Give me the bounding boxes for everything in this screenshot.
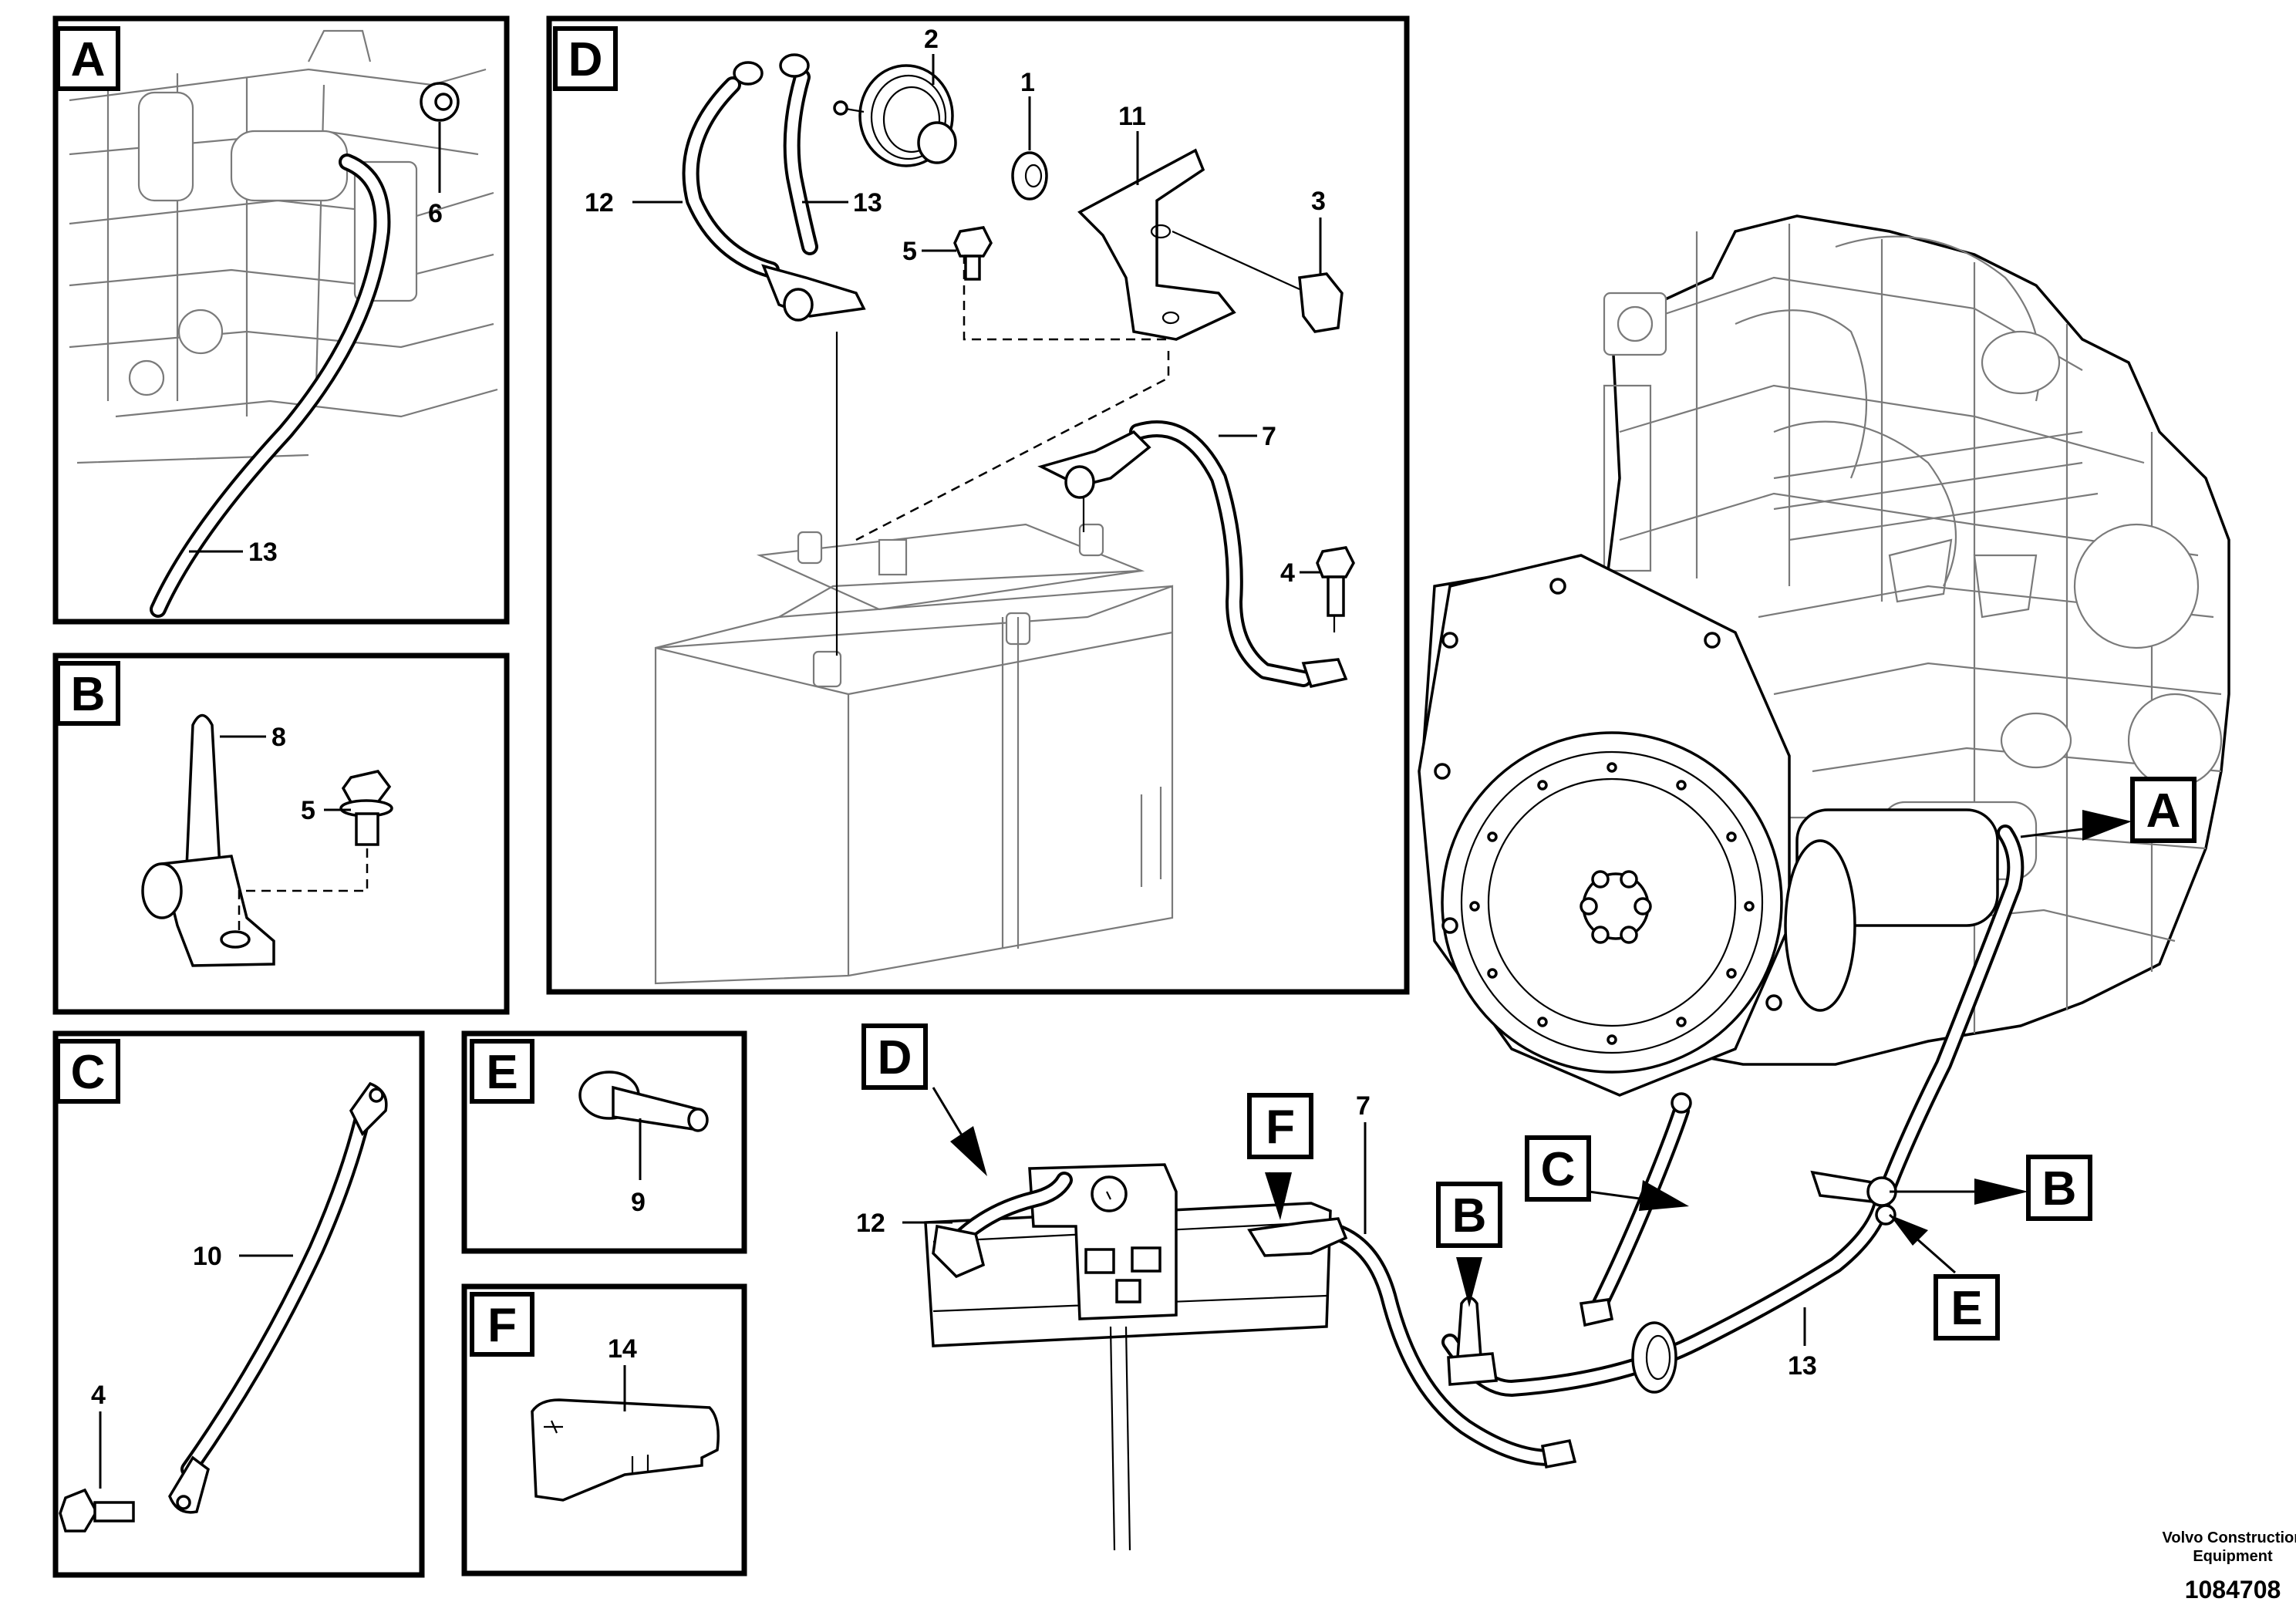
overview-label-a: A [2146, 784, 2181, 838]
terminal-cover-14 [531, 1398, 720, 1502]
bolt-5-d [953, 226, 993, 258]
panel-d: 2 1 11 12 13 5 3 7 4 D [546, 15, 1410, 995]
bracket-11 [1077, 148, 1236, 341]
overview-label-b2: B [1452, 1189, 1487, 1243]
overview-label-e: E [1950, 1282, 1982, 1335]
battery-switch-2 [833, 64, 957, 167]
panel-d-callout-5: 5 [902, 237, 917, 266]
footer: Volvo Construction Equipment 1084708 [2163, 1529, 2296, 1603]
panel-e-label-box [470, 1039, 534, 1104]
overview-label-d-box [861, 1023, 928, 1090]
panel-b-callout-8: 8 [271, 723, 286, 752]
panel-d-label-box [553, 26, 618, 91]
overview-label-b2-box [1436, 1182, 1502, 1248]
panel-f-label-box [470, 1292, 534, 1357]
panel-b-frame [52, 653, 510, 1015]
panel-f: 14 F [461, 1283, 747, 1576]
bolt-4 [59, 1488, 99, 1533]
panel-d-callout-2: 2 [924, 25, 939, 54]
overview-label-d: D [878, 1031, 912, 1084]
overview-label-c: C [1541, 1143, 1576, 1196]
overview-label-e-box [1934, 1274, 2000, 1340]
overview-label-b1: B [2042, 1162, 2077, 1216]
bolt-4-d [1316, 546, 1355, 578]
panel-e: 9 E [461, 1030, 747, 1254]
panel-e-callout-9: 9 [631, 1188, 646, 1217]
overview-label-a-box [2130, 777, 2197, 843]
panel-d-label: D [568, 33, 603, 86]
panel-a-label-box [56, 26, 120, 91]
manufacturer-line-2: Equipment [2193, 1548, 2273, 1565]
engine-overview [1418, 214, 2230, 1097]
panel-a-callout-13: 13 [248, 538, 278, 567]
panel-a: 6 13 A [52, 15, 510, 625]
overview-callout-13: 13 [1788, 1351, 1817, 1381]
panel-c-label: C [71, 1046, 106, 1099]
panel-a-label: A [71, 33, 106, 86]
overview-label-b1-box [2026, 1155, 2092, 1221]
panel-d-callout-3: 3 [1311, 187, 1326, 216]
drawing-number: 1084708 [2185, 1576, 2281, 1603]
battery-tray-overview [924, 824, 2025, 1551]
key-3 [1298, 272, 1344, 333]
panel-b-label-box [56, 661, 120, 726]
overview-callouts: A B E C B F D 12 7 [856, 777, 2197, 1381]
panel-a-callout-6: 6 [428, 199, 443, 228]
panel-b-callout-5: 5 [301, 796, 315, 825]
panel-d-callout-7: 7 [1262, 422, 1276, 451]
panel-c-callout-4: 4 [91, 1381, 106, 1410]
panel-e-label: E [486, 1046, 518, 1099]
panel-c-callout-10: 10 [193, 1242, 222, 1271]
panel-d-callout-13: 13 [853, 188, 882, 218]
panel-d-callout-12: 12 [585, 188, 614, 218]
panel-b: 8 5 B [52, 653, 510, 1015]
overview-label-f-box [1247, 1093, 1313, 1159]
panel-c-label-box [56, 1039, 120, 1104]
manufacturer-line-1: Volvo Construction [2163, 1529, 2296, 1546]
panel-b-label: B [71, 668, 106, 721]
overview-label-c-box [1525, 1135, 1591, 1202]
panel-f-label: F [487, 1299, 517, 1352]
panel-f-callout-14: 14 [608, 1334, 637, 1364]
panel-d-callout-4: 4 [1280, 558, 1295, 588]
panel-d-callout-1: 1 [1020, 68, 1035, 97]
overview-callout-7: 7 [1356, 1091, 1371, 1121]
battery [654, 523, 1174, 985]
overview-label-f: F [1266, 1101, 1295, 1154]
panel-d-callout-11: 11 [1118, 102, 1146, 131]
cable-tie-8 [185, 713, 221, 869]
ring-nut-1 [1011, 151, 1048, 201]
overview-callout-12: 12 [856, 1209, 885, 1238]
panel-c: 10 4 C [52, 1030, 425, 1578]
